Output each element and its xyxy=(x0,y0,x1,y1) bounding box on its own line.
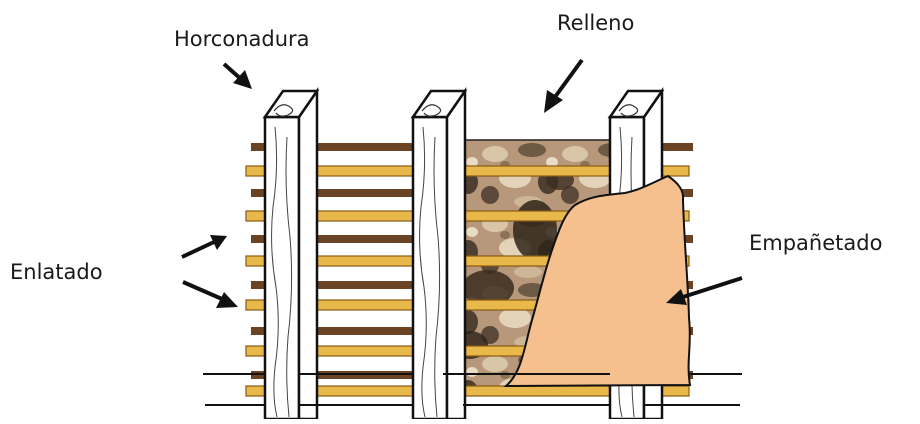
label-empanetado: Empañetado xyxy=(749,233,882,254)
post-side xyxy=(447,91,465,419)
post xyxy=(413,91,465,419)
post xyxy=(265,91,317,419)
label-horconadura: Horconadura xyxy=(174,29,310,50)
enlatado-arrow-upper-icon xyxy=(182,235,227,257)
enlatado-arrow-lower-icon xyxy=(183,282,238,308)
post-front xyxy=(265,117,299,419)
label-enlatado: Enlatado xyxy=(10,262,103,283)
post-side xyxy=(299,91,317,419)
label-relleno: Relleno xyxy=(557,13,634,34)
horconadura-arrow-icon xyxy=(224,64,252,89)
relleno-arrow-icon xyxy=(544,60,582,113)
post-front xyxy=(413,117,447,419)
